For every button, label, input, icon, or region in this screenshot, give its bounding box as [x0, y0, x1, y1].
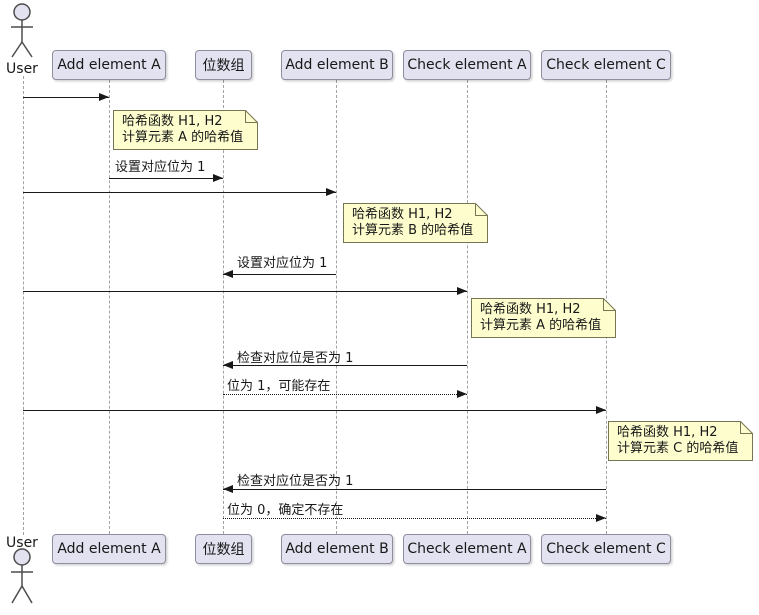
- participant-check-element-a-bottom: Check element A: [403, 534, 531, 564]
- message-label-set-bit-2: 设置对应位为 1: [237, 256, 328, 271]
- arrowhead-icon: [223, 361, 233, 369]
- arrowhead-icon: [326, 188, 336, 196]
- note-line: 哈希函数 H1, H2: [122, 114, 223, 129]
- note-line: 计算元素 A 的哈希值: [480, 318, 602, 333]
- arrowhead-icon: [457, 287, 467, 295]
- lifeline-add-element-a: [109, 80, 110, 534]
- arrowhead-icon: [457, 390, 467, 398]
- participant-check-element-c-top: Check element C: [541, 50, 671, 80]
- note-line: 哈希函数 H1, H2: [352, 207, 453, 222]
- message-label-set-bit-1: 设置对应位为 1: [115, 160, 206, 175]
- participant-add-element-a-bottom: Add element A: [52, 534, 166, 564]
- message-check-a-to-bitarray: [223, 361, 467, 369]
- arrowhead-icon: [223, 270, 233, 278]
- note-line: 计算元素 C 的哈希值: [617, 441, 739, 456]
- message-add-a-to-bitarray: [109, 174, 223, 182]
- message-user-to-check-c: [23, 406, 606, 414]
- message-user-to-add-a: [23, 93, 109, 101]
- arrowhead-icon: [596, 406, 606, 414]
- message-label-check-bit-1: 检查对应位是否为 1: [237, 351, 354, 366]
- message-label-bit-is-1: 位为 1，可能存在: [227, 379, 331, 394]
- message-user-to-add-b: [23, 188, 336, 196]
- message-label-check-bit-2: 检查对应位是否为 1: [237, 474, 354, 489]
- message-bitarray-to-check-c-return: [223, 514, 606, 522]
- note-shape-icon: [113, 110, 258, 150]
- arrowhead-icon: [596, 514, 606, 522]
- lifeline-bit-array: [223, 80, 224, 534]
- lifeline-user: [23, 76, 24, 535]
- arrowhead-icon: [99, 93, 109, 101]
- message-bitarray-to-check-a-return: [223, 390, 467, 398]
- actor-label-top: User: [6, 61, 38, 77]
- actor-label-bottom: User: [6, 535, 38, 551]
- participant-bit-array-top: 位数组: [195, 50, 252, 80]
- lifeline-check-element-a: [467, 80, 468, 534]
- note-line: 计算元素 A 的哈希值: [122, 130, 244, 145]
- message-user-to-check-a: [23, 287, 467, 295]
- message-add-b-to-bitarray: [223, 270, 336, 278]
- message-check-c-to-bitarray: [223, 485, 606, 493]
- note-line: 哈希函数 H1, H2: [617, 425, 718, 440]
- note-line: 计算元素 B 的哈希值: [352, 223, 474, 238]
- participant-add-element-b-top: Add element B: [281, 50, 393, 80]
- user-actor-icon: [11, 3, 33, 58]
- participant-check-element-c-bottom: Check element C: [541, 534, 671, 564]
- note-shape-icon: [471, 298, 616, 338]
- participant-add-element-a-top: Add element A: [52, 50, 166, 80]
- participant-check-element-a-top: Check element A: [403, 50, 531, 80]
- message-label-bit-is-0: 位为 0，确定不存在: [227, 503, 344, 518]
- note-shape-icon: [343, 203, 488, 243]
- note-shape-icon: [608, 421, 753, 461]
- note-line: 哈希函数 H1, H2: [480, 302, 581, 317]
- lifeline-add-element-b: [336, 80, 337, 534]
- participant-add-element-b-bottom: Add element B: [281, 534, 393, 564]
- user-actor-icon-bottom: [11, 548, 33, 604]
- arrowhead-icon: [213, 174, 223, 182]
- arrowhead-icon: [223, 485, 233, 493]
- participant-bit-array-bottom: 位数组: [195, 534, 252, 564]
